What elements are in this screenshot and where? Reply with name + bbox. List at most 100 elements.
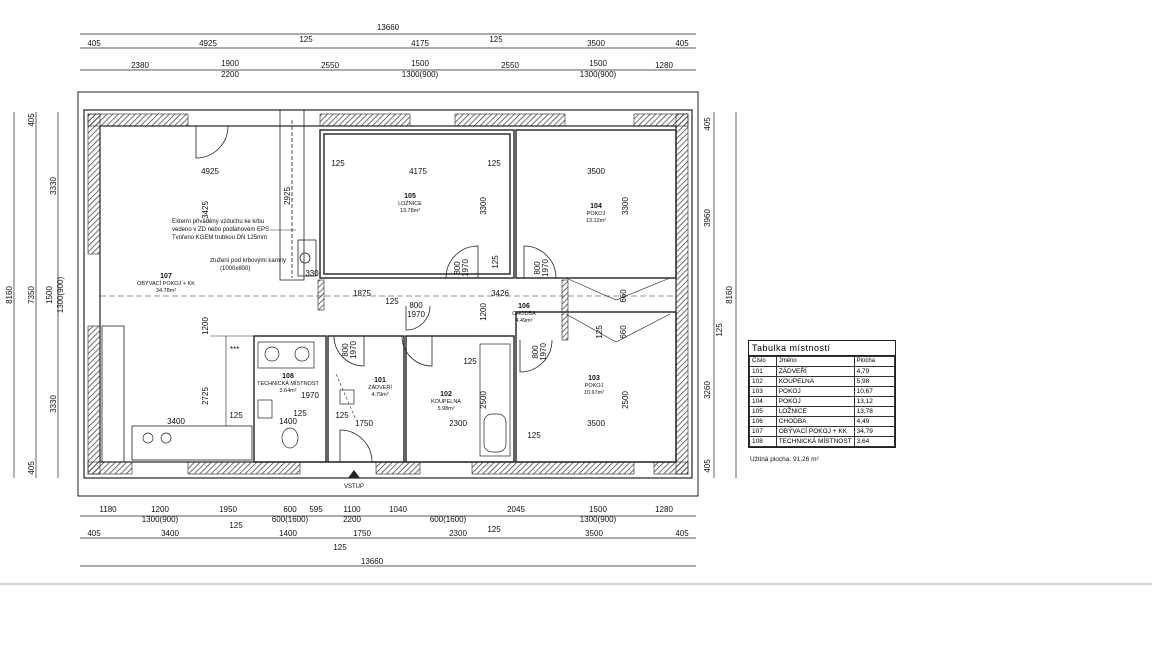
table-row: 108 TECHNICKÁ MÍSTNOST 3,64 xyxy=(749,436,896,447)
table-header-row: Číslo Jméno Plocha xyxy=(749,356,896,367)
room-name: OBÝVACÍ POKOJ + KK xyxy=(137,280,195,287)
dim-label: 2045 xyxy=(507,505,525,514)
doors xyxy=(195,125,557,463)
dim-right: 405 3960 125 3260 405 8160 xyxy=(703,117,734,473)
room-105: 105 LOŽNICE 13.78m² xyxy=(398,193,422,214)
dim-label: 125 xyxy=(331,159,345,168)
table-cell: OBÝVACÍ POKOJ + KK xyxy=(775,426,855,437)
dim-label: 125 xyxy=(487,525,501,534)
dim-label: 2200 xyxy=(221,70,239,79)
dim-label: 1950 xyxy=(219,505,237,514)
table-cell: 10,67 xyxy=(853,386,896,397)
dim-label: 3500 xyxy=(587,39,605,48)
room-area: 34.78m² xyxy=(156,288,176,294)
dim-label: 405 xyxy=(675,39,689,48)
dim-label: 1875 xyxy=(353,289,371,298)
room-name: LOŽNICE xyxy=(398,199,422,207)
dim-label: 405 xyxy=(703,459,712,473)
inner-outline xyxy=(99,125,677,463)
table-cell: 107 xyxy=(749,426,777,437)
dim-label: 125 xyxy=(335,411,349,420)
dim-bottom-row1: 1180 1200 1300(900) 1950 600 600(1600) 5… xyxy=(99,505,673,530)
dim-label: 2550 xyxy=(321,61,339,70)
dim-label: 1970 xyxy=(349,341,358,359)
dim-label: 1300(900) xyxy=(56,276,65,313)
dim-right-total: 8160 xyxy=(725,286,734,304)
dim-label: 3400 xyxy=(161,529,179,538)
table-cell: 105 xyxy=(749,406,777,417)
duct-note-line1: Externí přiváděný vzduchu ke krbu xyxy=(172,219,264,225)
dim-label: 7350 xyxy=(27,286,36,304)
dim-label: 2300 xyxy=(449,419,467,428)
entrance-label: VSTUP xyxy=(344,484,364,490)
dim-label: 1300(900) xyxy=(142,515,179,524)
dim-label: 125 xyxy=(527,431,541,440)
room-number: 108 xyxy=(282,373,294,380)
room-table-grid: Číslo Jméno Plocha 101 ZÁDVEŘÍ 4,79 102 … xyxy=(749,356,896,447)
table-row: 101 ZÁDVEŘÍ 4,79 xyxy=(749,366,896,377)
dim-label: 800 xyxy=(453,261,462,275)
table-row: 107 OBÝVACÍ POKOJ + KK 34,79 xyxy=(749,426,896,437)
dim-label: 660 xyxy=(619,289,628,303)
dim-label: 3300 xyxy=(621,197,630,215)
room-108: 108 TECHNICKÁ MÍSTNOST 3.64m² xyxy=(257,373,319,394)
dim-label: 1750 xyxy=(353,529,371,538)
dim-label: 600(1600) xyxy=(272,515,309,524)
dim-label: 1300(900) xyxy=(402,70,439,79)
dim-label: 1900 xyxy=(221,59,239,68)
room-number: 102 xyxy=(440,391,452,398)
interior-dims: 4925 4175 3500 125 125 3425 2925 3300 33… xyxy=(167,159,630,440)
dim-label: 125 xyxy=(229,521,243,530)
room-106: 106 CHODBA 4.49m² xyxy=(512,303,536,324)
dim-label: 125 xyxy=(299,35,313,44)
table-cell: 5,98 xyxy=(853,376,896,387)
table-cell: 4,49 xyxy=(853,416,896,427)
fireplace-note-line1: ztužení pod krbovými kamny xyxy=(210,258,286,264)
room-name: ZÁDVEŘÍ xyxy=(368,383,392,391)
table-row: 102 KOUPELNA 5,98 xyxy=(749,376,896,387)
table-row: 103 POKOJ 10,67 xyxy=(749,386,896,397)
dim-left: 8160 405 3330 7350 1500 1300(900) 3330 4… xyxy=(5,113,65,475)
room-labels: 105 LOŽNICE 13.78m² 104 POKOJ 13.12m² 10… xyxy=(137,193,606,412)
duct-note-line2: vedeno v ZD nebo podlahovém EPS xyxy=(172,227,269,233)
usable-area: Užitná plocha: 91,26 m² xyxy=(750,456,819,463)
chimney xyxy=(279,109,317,281)
dim-bottom-row2: 405 3400 1400 125 1750 2300 125 3500 405 xyxy=(87,525,689,552)
dim-label: 2500 xyxy=(479,391,488,409)
dim-label: 3500 xyxy=(585,529,603,538)
dim-label: 4925 xyxy=(199,39,217,48)
table-cell: KOUPELNA xyxy=(775,376,855,387)
dim-label: 800 xyxy=(409,301,423,310)
table-cell: 101 xyxy=(749,366,777,377)
dim-label: 405 xyxy=(27,113,36,127)
table-cell: 108 xyxy=(749,436,777,447)
room-number: 104 xyxy=(590,203,602,210)
fixtures xyxy=(142,341,511,457)
dim-label: 125 xyxy=(491,255,500,269)
dim-label: 4175 xyxy=(411,39,429,48)
dim-label: 1970 xyxy=(539,343,548,361)
dim-label: 1100 xyxy=(343,505,361,514)
dim-label: 3330 xyxy=(49,177,58,195)
dim-label: 1970 xyxy=(301,391,319,400)
room-number: 105 xyxy=(404,193,416,200)
dim-label: 3330 xyxy=(49,395,58,413)
table-cell: 4,79 xyxy=(853,366,896,377)
table-cell: 13,78 xyxy=(853,406,896,417)
dim-label: 1970 xyxy=(407,310,425,319)
dim-label: 1040 xyxy=(389,505,407,514)
dim-label: 1500 xyxy=(589,59,607,68)
room-101: 101 ZÁDVEŘÍ 4.79m² xyxy=(368,377,392,398)
dim-label: 125 xyxy=(293,409,307,418)
dim-top-row2: 2380 1900 2200 2550 1500 1300(900) 2550 … xyxy=(131,59,673,79)
dim-label: 4175 xyxy=(409,167,427,176)
room-104: 104 POKOJ 13.12m² xyxy=(586,203,606,224)
room-name: POKOJ xyxy=(585,383,604,389)
table-cell: 34,79 xyxy=(853,426,896,437)
dim-label: 1970 xyxy=(461,259,470,277)
dim-label: 3400 xyxy=(167,417,185,426)
table-cell: 3,64 xyxy=(853,436,896,447)
dim-label: 3500 xyxy=(587,167,605,176)
room-area: 10.67m² xyxy=(584,390,604,396)
